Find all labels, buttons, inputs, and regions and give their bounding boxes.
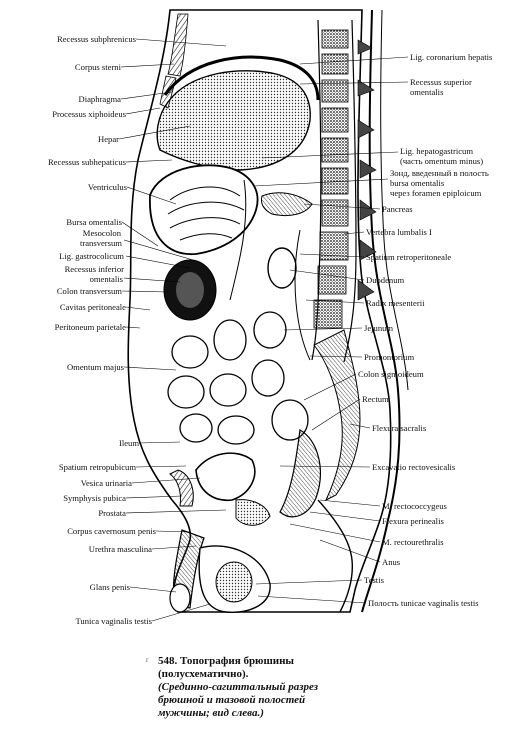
caption-sub-2: брюшной и тазовой полостей xyxy=(158,694,306,706)
back-outline xyxy=(361,9,401,613)
label-lig-coronarium: Lig. coronarium hepatis xyxy=(410,52,493,62)
label-recessus-superior: Recessus superior xyxy=(410,77,472,87)
label-lig-gastrocolicum: Lig. gastrocolicum xyxy=(59,251,124,261)
label-peritoneum-parietale: Peritoneum parietale xyxy=(54,322,126,332)
caption-sub-3: мужчины; вид слева.) xyxy=(158,707,264,719)
label-ventriculus: Ventriculus xyxy=(87,182,127,192)
label-vesica-urinaria: Vesica urinaria xyxy=(80,478,132,488)
label-glans-penis: Glans penis xyxy=(89,582,130,592)
label-hepar: Hepar xyxy=(98,134,119,144)
caption-marker: r xyxy=(146,656,149,664)
label-recessus-subphrenicus: Recessus subphrenicus xyxy=(56,34,136,44)
prostate xyxy=(235,499,271,526)
label-excavatio: Excavatio rectovesicalis xyxy=(372,462,456,472)
label-bursa-omentalis: Bursa omentalis xyxy=(66,217,122,227)
label-polost: Полость tunicae vaginalis testis xyxy=(368,598,479,608)
sacrum xyxy=(313,329,361,502)
caption-title-2: (полусхематично). xyxy=(158,668,249,680)
label-recessus-inferior: Recessus inferior xyxy=(64,264,124,274)
label-omentum-majus: Omentum majus xyxy=(66,362,124,372)
label-pancreas: Pancreas xyxy=(382,204,413,214)
label-spatium-retropubicum: Spatium retropubicum xyxy=(58,462,136,472)
label-mesocolon: Mesocolon xyxy=(82,228,121,238)
label-lig-hepatogastricum: Lig. hepatogastricum xyxy=(400,146,474,156)
label-zond-3: через foramen epiploicum xyxy=(390,188,482,198)
stomach xyxy=(149,164,259,255)
label-duodenum: Duodenum xyxy=(366,275,405,285)
leader-lines xyxy=(118,38,409,622)
label-tunica-vaginalis: Tunica vaginalis testis xyxy=(75,616,152,626)
pancreas xyxy=(261,192,313,217)
label-flexura-sacralis: Flexura sacralis xyxy=(372,423,427,433)
label-ileum: Ileum xyxy=(118,438,139,448)
label-recessus-subhepaticus: Recessus subhepaticus xyxy=(47,157,126,167)
label-promontorium: Promontorium xyxy=(364,352,415,362)
sternum xyxy=(167,13,189,77)
label-colon-sigmoideum: Colon sigmoideum xyxy=(358,369,424,379)
vertebral-column xyxy=(311,19,377,363)
label-jejunum: Jejunum xyxy=(364,323,394,333)
label-vertebra-lumbalis: Vertebra lumbalis I xyxy=(366,227,432,237)
label-recessus-inferior-2: omentalis xyxy=(89,274,123,284)
label-m-rectourethralis: M. rectourethralis xyxy=(382,537,444,547)
label-spatium-retroperitoneale: Spatium retroperitoneale xyxy=(366,252,452,262)
label-rectum: Rectum xyxy=(362,394,389,404)
label-flexura-perinealis: Flexura perinealis xyxy=(382,516,444,526)
duodenum-shape xyxy=(267,247,297,289)
caption-title-1: 548. Топография брюшины xyxy=(158,655,295,667)
label-radix-mesenterii: Radix mesenterii xyxy=(366,298,425,308)
caption-sub-1: (Срединно-сагиттальный разрез xyxy=(158,681,319,693)
anatomy-figure xyxy=(118,9,409,622)
label-colon-transversum: Colon transversum xyxy=(56,286,122,296)
label-diaphragma: Diaphragma xyxy=(78,94,121,104)
intestine-loops xyxy=(167,311,309,445)
label-urethra-masculina: Urethra masculina xyxy=(88,544,152,554)
label-zond: Зонд, введенный в полость xyxy=(390,168,489,178)
rectum-shape xyxy=(279,429,321,518)
diaphragm xyxy=(163,55,320,101)
label-corpus-cavernosum: Corpus cavernosum penis xyxy=(67,526,156,536)
back-muscle xyxy=(380,9,409,391)
label-anus: Anus xyxy=(382,557,401,567)
liver xyxy=(156,70,311,171)
label-recessus-superior-2: omentalis xyxy=(410,87,444,97)
glans xyxy=(169,583,191,613)
label-m-rectococcygeus: M. rectococcygeus xyxy=(382,501,447,511)
label-prostata: Prostata xyxy=(98,508,126,518)
label-cavitas-peritoneale: Cavitas peritoneale xyxy=(59,302,126,312)
label-mesocolon-2: transversum xyxy=(79,238,122,248)
label-testis: Testis xyxy=(364,575,384,585)
bladder xyxy=(195,452,256,501)
label-zond-2: bursa omentalis xyxy=(390,178,445,188)
label-symphysis-pubica: Symphysis pubica xyxy=(63,493,126,503)
testis-shape xyxy=(215,561,253,603)
label-processus-xiphoideus: Processus xiphoideus xyxy=(52,109,126,119)
label-lig-hepatogastricum-2: (часть omentum minus) xyxy=(400,156,484,166)
label-corpus-sterni: Corpus sterni xyxy=(74,62,121,72)
figure-caption: 548. Топография брюшины (полусхематично)… xyxy=(158,655,488,720)
